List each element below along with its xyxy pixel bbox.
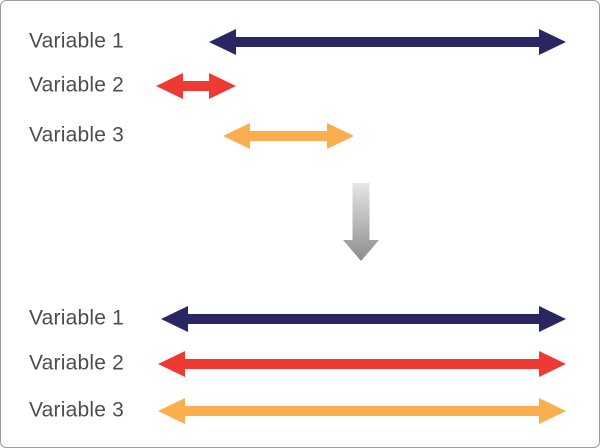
arrow-left-head-icon	[223, 123, 250, 149]
arrow-right-head-icon	[539, 306, 566, 332]
before-variable-3-label: Variable 3	[29, 123, 125, 147]
before-variable-2-arrow	[156, 73, 236, 99]
arrow-left-head-icon	[156, 73, 183, 99]
arrow-shaft	[247, 131, 330, 141]
before-variable-1-label: Variable 1	[29, 29, 125, 53]
after-variable-3-label: Variable 3	[29, 398, 125, 422]
after-variable-3-arrow	[158, 398, 566, 424]
arrow-right-head-icon	[209, 73, 236, 99]
arrow-right-head-icon	[539, 351, 566, 377]
before-variable-1-arrow	[209, 29, 566, 55]
arrow-right-head-icon	[539, 398, 566, 424]
arrow-shaft	[182, 359, 542, 369]
arrow-right-head-icon	[539, 29, 566, 55]
before-variable-3-arrow	[223, 123, 354, 149]
arrow-shaft	[185, 314, 542, 324]
arrow-left-head-icon	[161, 306, 188, 332]
after-variable-1-label: Variable 1	[29, 306, 125, 330]
arrow-shaft	[182, 406, 542, 416]
after-variable-2-label: Variable 2	[29, 351, 125, 375]
before-variable-2-label: Variable 2	[29, 73, 125, 97]
after-variable-2-arrow	[158, 351, 566, 377]
arrow-right-head-icon	[327, 123, 354, 149]
arrow-shaft	[233, 37, 542, 47]
arrow-left-head-icon	[158, 398, 185, 424]
arrow-shaft	[180, 81, 212, 91]
transform-down-arrow-icon	[343, 183, 379, 261]
arrow-left-head-icon	[209, 29, 236, 55]
arrow-left-head-icon	[158, 351, 185, 377]
after-variable-1-arrow	[161, 306, 566, 332]
